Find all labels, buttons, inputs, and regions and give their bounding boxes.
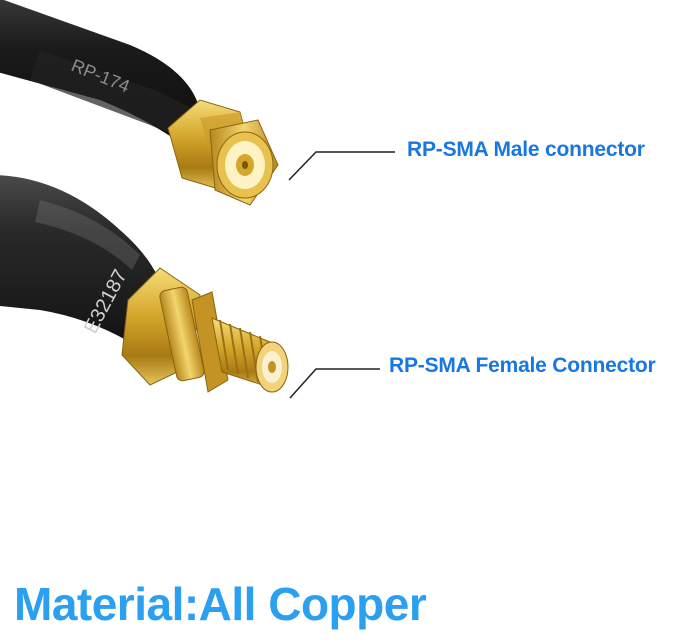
female-callout-line bbox=[289, 368, 380, 399]
female-connector bbox=[121, 267, 289, 393]
male-connector-label: RP-SMA Male connector bbox=[407, 138, 645, 161]
male-cable: RP-174 bbox=[0, 0, 200, 150]
female-connector-label: RP-SMA Female Connector bbox=[389, 354, 656, 377]
male-connector bbox=[167, 99, 279, 206]
male-callout-line bbox=[288, 151, 395, 181]
material-caption: Material:All Copper bbox=[14, 578, 427, 630]
female-cable: E32187 bbox=[0, 175, 165, 355]
